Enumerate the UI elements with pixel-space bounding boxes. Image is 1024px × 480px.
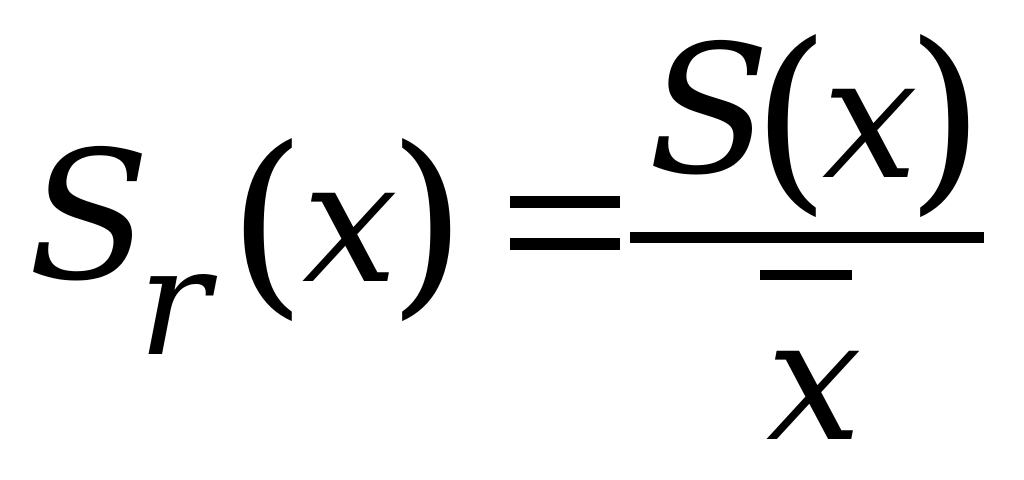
lhs-symbol-s: S — [28, 113, 150, 320]
lhs-subscript-r: r — [138, 216, 210, 390]
equals-top-bar — [510, 196, 620, 208]
numerator-symbol-s: S — [648, 7, 770, 214]
numerator-open-paren: ( — [752, 1, 831, 234]
denominator-overline — [760, 270, 852, 280]
lhs-close-paren: ) — [388, 105, 467, 338]
numerator-close-paren: ) — [906, 1, 985, 234]
numerator-argument-x: x — [822, 20, 918, 218]
lhs-open-paren: ( — [228, 105, 307, 338]
lhs-argument-x: x — [302, 124, 398, 322]
fraction-bar — [630, 232, 984, 243]
equals-bottom-bar — [510, 238, 620, 250]
denominator-symbol-x-bar: x — [766, 282, 862, 480]
